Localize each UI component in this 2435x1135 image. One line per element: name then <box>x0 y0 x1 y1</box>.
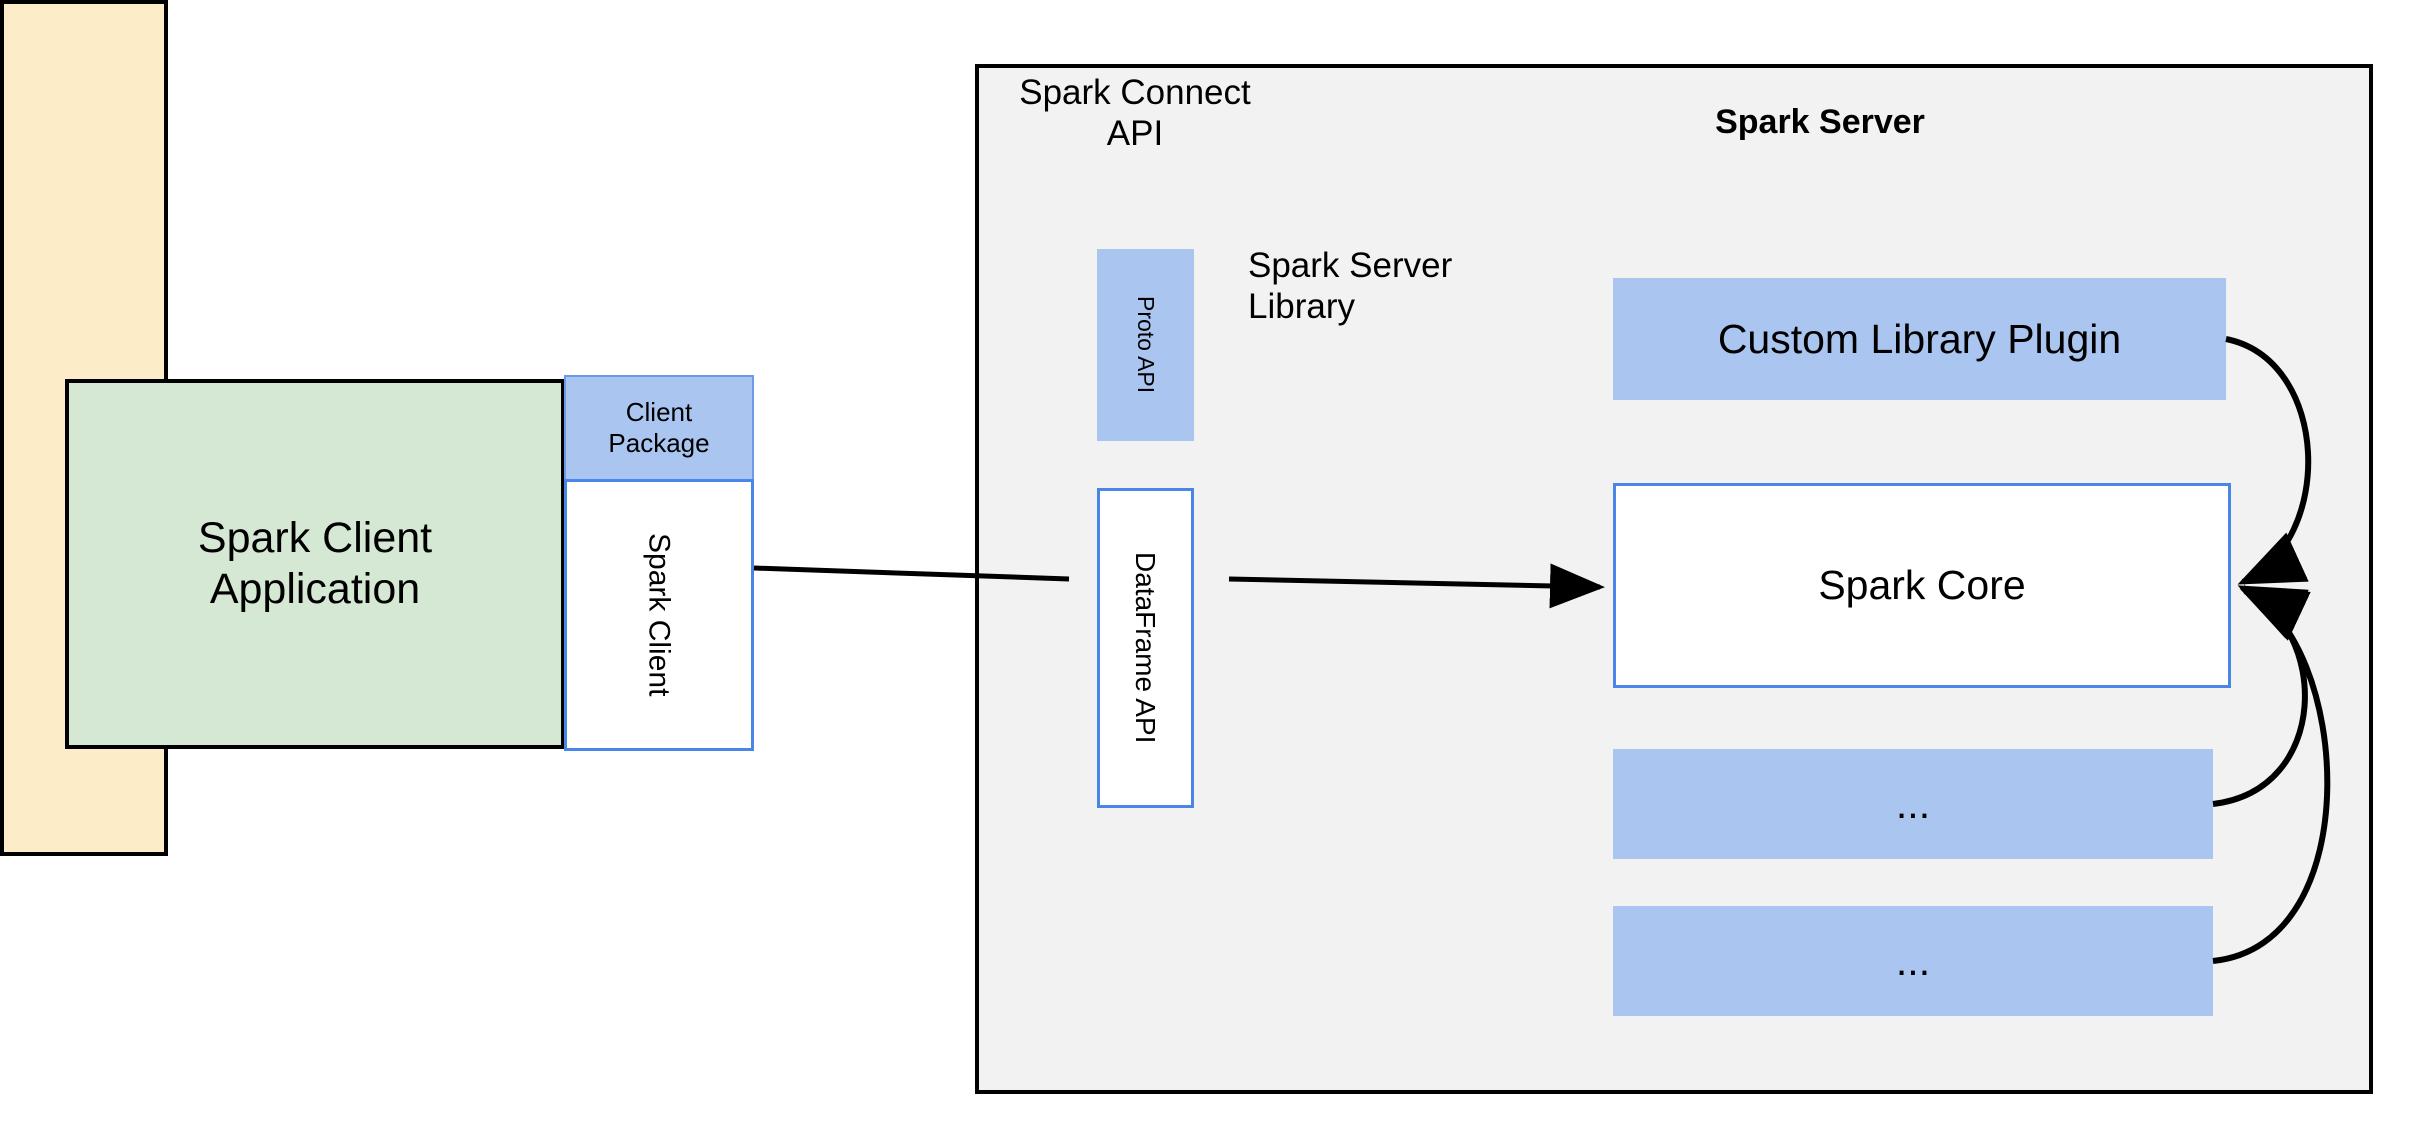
server-library-line-1: Spark Server <box>1248 246 1453 285</box>
spark-client-box[interactable]: Spark Client <box>564 479 754 751</box>
client-package-box[interactable]: Client Package <box>564 375 754 481</box>
custom-library-plugin-box[interactable]: Custom Library Plugin <box>1613 278 2226 400</box>
client-package-label: Client Package <box>608 397 709 458</box>
spark-core-box[interactable]: Spark Core <box>1613 483 2231 688</box>
proto-api-box[interactable]: Proto API <box>1097 249 1194 441</box>
ellipsis-box-2[interactable]: ... <box>1613 906 2213 1016</box>
dataframe-api-box[interactable]: DataFrame API <box>1097 488 1194 808</box>
client-app-line-2: Application <box>209 565 421 613</box>
connect-api-line-1: Spark Connect <box>1019 73 1251 112</box>
proto-api-label: Proto API <box>1133 296 1160 394</box>
ellipsis-label-2: ... <box>1895 937 1931 984</box>
spark-client-application-box[interactable]: Spark Client Application <box>65 379 565 749</box>
client-package-line-1: Client <box>625 397 693 428</box>
spark-connect-api-label: Spark Connect API <box>1000 72 1270 154</box>
dataframe-api-label: DataFrame API <box>1130 552 1162 744</box>
spark-client-label: Spark Client <box>642 533 676 697</box>
connect-api-line-2: API <box>1106 114 1164 154</box>
spark-server-library-label: Spark Server Library <box>1248 245 1548 335</box>
client-app-line-1: Spark Client <box>197 514 433 563</box>
spark-server-title: Spark Server <box>1715 102 1925 141</box>
ellipsis-box-1[interactable]: ... <box>1613 749 2213 859</box>
custom-library-plugin-label: Custom Library Plugin <box>1717 315 2122 362</box>
ellipsis-label-1: ... <box>1895 780 1931 827</box>
client-package-line-2: Package <box>608 428 710 458</box>
spark-client-application-label: Spark Client Application <box>198 513 432 614</box>
spark-core-label: Spark Core <box>1818 562 2026 609</box>
server-library-line-2: Library <box>1248 287 1355 327</box>
